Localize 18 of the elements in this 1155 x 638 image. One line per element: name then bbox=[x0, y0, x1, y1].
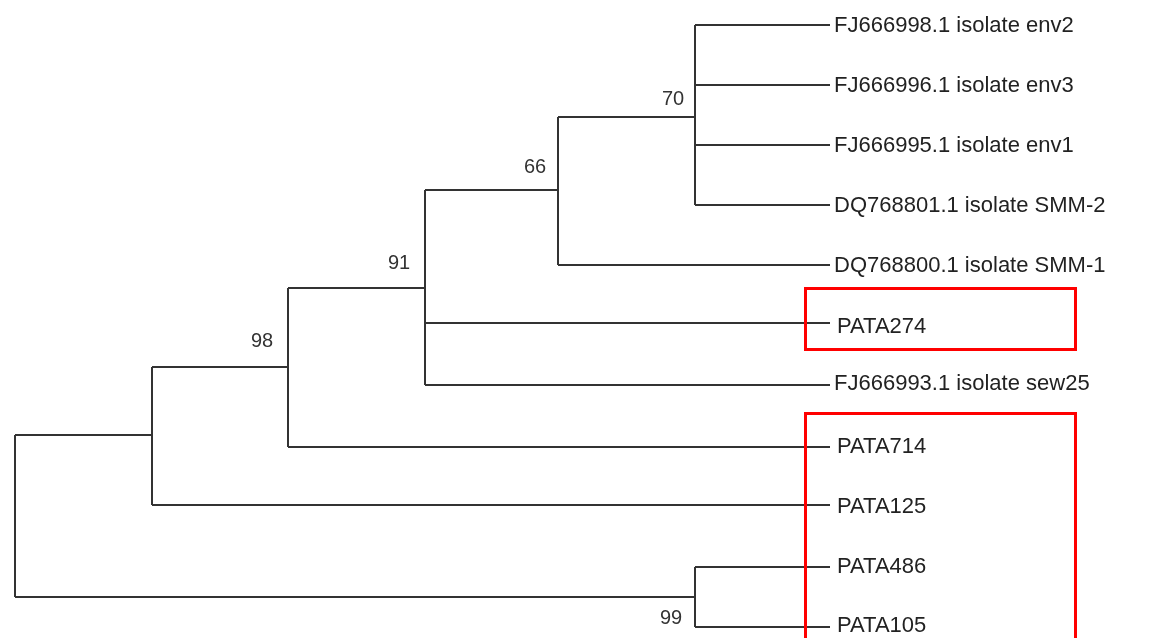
taxon-label: PATA125 bbox=[837, 489, 1037, 523]
taxon-label: DQ768801.1 isolate SMM-2 bbox=[834, 188, 1154, 222]
bootstrap-value: 70 bbox=[662, 88, 685, 108]
taxon-label: FJ666995.1 isolate env1 bbox=[834, 128, 1134, 162]
highlight-box bbox=[804, 412, 1077, 638]
taxon-label: FJ666998.1 isolate env2 bbox=[834, 8, 1134, 42]
highlight-box bbox=[804, 287, 1077, 351]
taxon-label: FJ666993.1 isolate sew25 bbox=[834, 366, 1154, 400]
bootstrap-value: 98 bbox=[251, 330, 274, 350]
bootstrap-value: 91 bbox=[388, 252, 411, 272]
taxon-label: PATA105 bbox=[837, 608, 1037, 638]
taxon-label: DQ768800.1 isolate SMM-1 bbox=[834, 248, 1154, 282]
bootstrap-value: 66 bbox=[524, 156, 547, 176]
taxon-label: PATA714 bbox=[837, 429, 1037, 463]
taxon-label: FJ666996.1 isolate env3 bbox=[834, 68, 1134, 102]
taxon-label: PATA274 bbox=[837, 309, 1037, 343]
taxon-label: PATA486 bbox=[837, 549, 1037, 583]
bootstrap-value: 99 bbox=[660, 607, 683, 627]
